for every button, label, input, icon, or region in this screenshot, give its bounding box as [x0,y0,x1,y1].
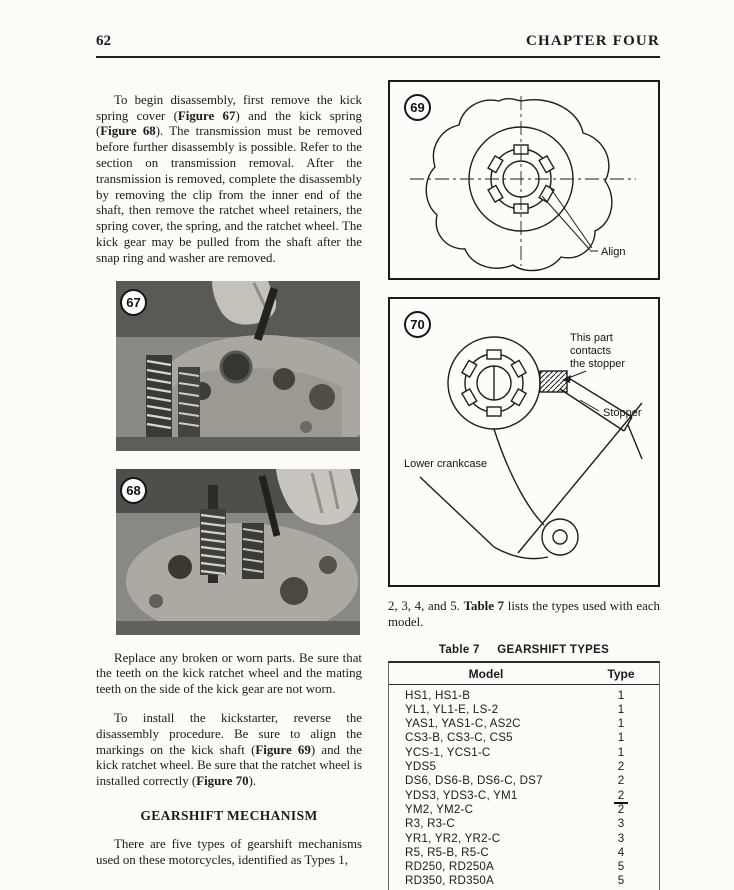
model-cell: RD250, RD250A [405,860,494,874]
figure-67: 67 [116,280,360,451]
table-row: DS6, DS6-B, DS6-C, DS7 2 [389,774,659,788]
figure-70-contact-label-line2: contacts [570,345,611,357]
table-row: YR1, YR2, YR2-C 3 [389,832,659,846]
table-caption: Table 7 GEARSHIFT TYPES [388,644,660,656]
paragraph-replace-parts: Replace any broken or worn parts. Be sur… [96,650,362,697]
figure-69-number-badge: 69 [404,94,431,121]
table-row: RD250, RD250A 5 [389,860,659,874]
figure-70-contact-label-line3: the stopper [570,358,625,370]
figure-70-number: 70 [410,317,425,332]
figure-70: This part contacts the stopper Stopper L… [388,297,660,587]
type-cell: 1 [617,745,625,759]
table-row: YAS1, YAS1-C, AS2C 1 [389,717,659,731]
type-cell: 1 [617,702,625,716]
figure-68-photo [116,468,360,635]
page-number: 62 [96,33,111,49]
model-cell: YDS5 [405,760,437,774]
type-cell: 1 [617,717,625,731]
chapter-title: CHAPTER FOUR [526,33,660,49]
type-cell: 3 [617,831,625,845]
table-row: YM2, YM2-C 2 [389,803,659,817]
type-cell: 2 [617,774,625,788]
type-cell: 1 [617,688,625,702]
table-caption-label: Table 7 [438,643,480,656]
figure-70-number-badge: 70 [404,311,431,338]
model-cell: YL1, YL1-E, LS-2 [405,702,499,716]
table-row: YCS-1, YCS1-C 1 [389,746,659,760]
type-cell: 4 [617,845,625,859]
model-cell: YCS-1, YCS1-C [405,745,491,759]
model-cell: YR1, YR2, YR2-C [405,831,501,845]
model-cell: CS3-B, CS3-C, CS5 [405,731,513,745]
type-cell: 5 [617,860,625,874]
column-header-type: Type [607,666,635,681]
table-row: YDS5 2 [389,760,659,774]
paragraph-gearshift-intro: There are five types of gearshift mechan… [96,836,362,867]
table-row: RD350, RD350A 5 [389,874,659,888]
figure-67-number-badge: 67 [120,288,147,316]
page-header: 62 CHAPTER FOUR [96,33,660,58]
left-column: To begin disassembly, first remove the k… [96,80,362,881]
figure-69-number: 69 [410,100,425,115]
table-row: HS1, HS1-B 1 [389,689,659,703]
figure-70-crankcase-label: Lower crankcase [404,458,487,470]
figure-69-drawing: Align [410,96,636,272]
paragraph-disassembly: To begin disassembly, first remove the k… [96,92,362,265]
type-cell: 3 [617,817,625,831]
type-cell: 1 [617,731,625,745]
figure-68: 68 [116,468,360,635]
figure-70-contact-label-line1: This part [570,332,613,344]
table-row: R3, R3-C 3 [389,817,659,831]
figure-70-stopper-label: Stopper [603,407,642,419]
figure-67-number: 67 [126,294,141,310]
table-row: R5, R5-B, R5-C 4 [389,846,659,860]
type-cell: 2 [617,802,625,816]
type-cell: 5 [617,874,625,888]
paragraph-types-continuation: 2, 3, 4, and 5. Table 7 lists the types … [388,599,661,629]
model-cell: RD350, RD350A [405,874,494,888]
model-cell: YM2, YM2-C [405,802,474,816]
figure-68-number: 68 [126,482,141,498]
right-column: Align 69 [388,80,660,890]
type-cell: 2 [583,788,659,804]
table-row: YL1, YL1-E, LS-2 1 [389,703,659,717]
figure-70-drawing: This part contacts the stopper Stopper L… [404,332,643,560]
figure-67-photo [116,280,360,451]
model-cell: R3, R3-C [405,817,455,831]
figure-68-number-badge: 68 [120,476,147,504]
type-cell: 2 [617,760,625,774]
model-cell: R5, R5-B, R5-C [405,845,489,859]
table-caption-title: GEARSHIFT TYPES [497,643,610,656]
column-header-model: Model [468,666,504,681]
model-cell: YAS1, YAS1-C, AS2C [405,717,521,731]
model-cell: YDS3, YDS3-C, YM1 [405,788,518,802]
model-cell: HS1, HS1-B [405,688,471,702]
figure-69-align-label: Align [601,246,625,258]
paragraph-install-kickstarter: To install the kickstarter, reverse the … [96,710,362,789]
model-cell: DS6, DS6-B, DS6-C, DS7 [405,774,543,788]
table-row: YDS3, YDS3-C, YM1 2 [389,788,659,804]
figure-69: Align 69 [388,80,660,280]
table-header-row: Model Type [389,663,659,685]
section-heading-gearshift-mechanism: GEARSHIFT MECHANISM [140,807,318,823]
table-row: CS3-B, CS3-C, CS5 1 [389,731,659,745]
